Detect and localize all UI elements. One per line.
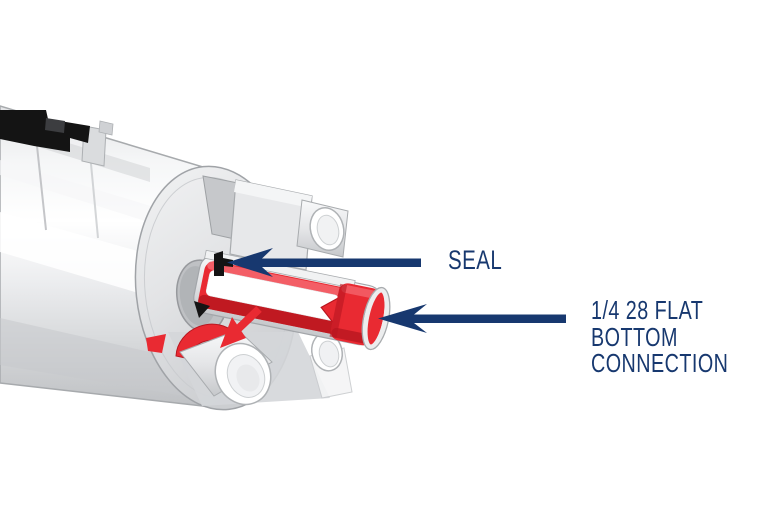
connection-callout-arrow — [378, 304, 566, 333]
connection-label-line-1: 1/4 28 FLAT — [591, 295, 704, 325]
mounting-bracket — [0, 110, 90, 152]
bottom-left-port — [146, 323, 273, 406]
cut-surface-left — [146, 334, 166, 353]
body-highlight-stripes — [0, 117, 196, 398]
bracket-nub — [98, 120, 114, 136]
seal-callout-label: SEAL — [448, 246, 502, 274]
bottom-middle-port — [309, 332, 353, 399]
connection-callout-label: 1/4 28 FLAT BOTTOM CONNECTION — [591, 297, 728, 377]
seal-part — [194, 251, 233, 318]
connection-label-line-2: BOTTOM — [591, 321, 678, 352]
seal-label-text: SEAL — [448, 245, 503, 275]
seal-callout-arrow — [227, 248, 421, 277]
flat-bottom-fitting-assembly — [193, 249, 391, 351]
connection-label-line-3: CONNECTION — [591, 348, 729, 378]
upper-port-block — [202, 175, 349, 271]
flow-passage — [220, 306, 262, 348]
